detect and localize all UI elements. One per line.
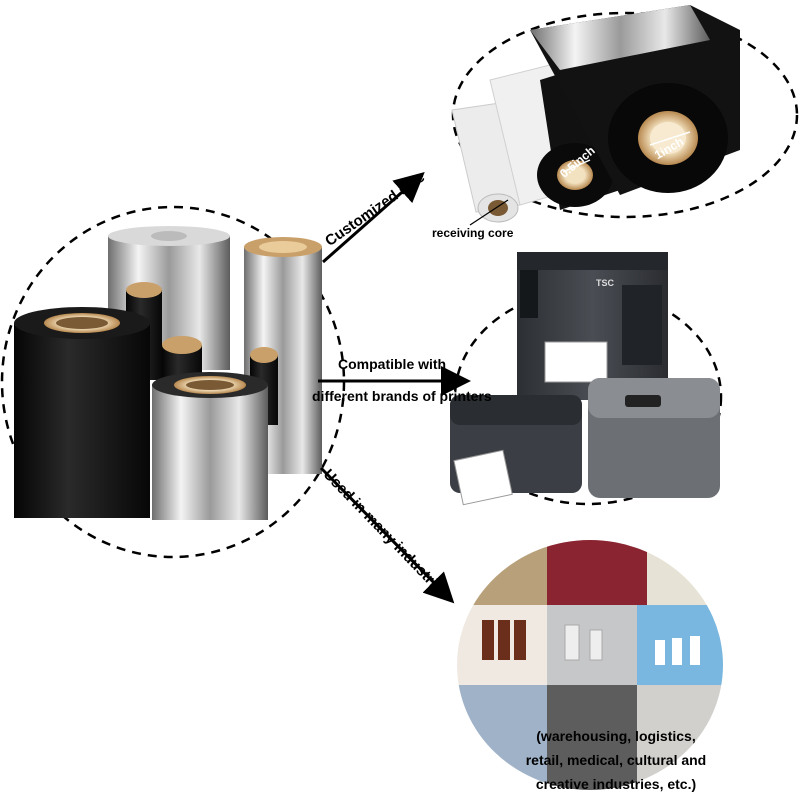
black-roll-large (14, 323, 150, 518)
caption-line-1: (warehousing, logistics, (536, 728, 696, 744)
compatible-label-line2: different brands of printers (312, 388, 492, 404)
compatible-label-line1: Compatible with (338, 356, 447, 372)
main-rolls-group (0, 205, 346, 559)
arrow-industries (319, 466, 455, 604)
receiving-core-label: receiving core (432, 226, 514, 240)
printers-group (450, 252, 723, 506)
printer-brand-label: TSC (596, 278, 614, 288)
caption-line-2: retail, medical, cultural and (525, 752, 707, 768)
caption-line-3: creative industries, etc.) (535, 776, 697, 792)
silver-roll-front (152, 385, 268, 520)
arrow-customized-size (322, 172, 425, 264)
size-comparison-group (451, 5, 799, 226)
industries-caption: (warehousing, logistics, retail, medical… (466, 724, 766, 796)
